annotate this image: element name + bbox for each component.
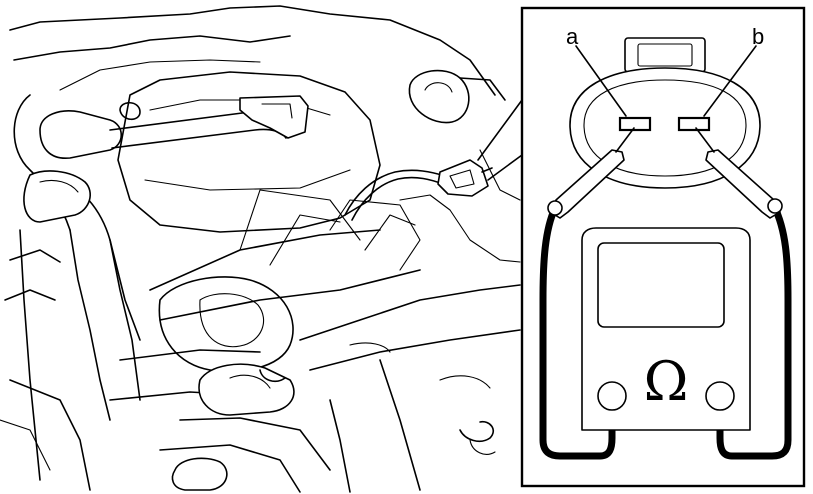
engine-bay-illustration	[0, 5, 521, 493]
leader-line-b	[703, 45, 757, 117]
meter-jack-left	[597, 381, 627, 411]
leader-line-a	[575, 45, 627, 117]
probe-cable-right	[716, 202, 792, 460]
probe-left	[547, 127, 635, 219]
probe-cable-left	[539, 204, 616, 460]
inset-panel: a b Ω	[520, 6, 806, 488]
ohmmeter: Ω	[581, 227, 751, 431]
terminal-b-label: b	[752, 24, 764, 49]
terminal-b-pin	[677, 116, 711, 132]
callout-lines	[477, 99, 523, 181]
probe-right	[695, 127, 783, 219]
ohm-symbol: Ω	[644, 350, 689, 413]
terminal-a-pin	[618, 116, 652, 132]
terminal-a-label: a	[566, 24, 579, 49]
meter-jack-right	[705, 381, 735, 411]
meter-display	[597, 242, 725, 328]
